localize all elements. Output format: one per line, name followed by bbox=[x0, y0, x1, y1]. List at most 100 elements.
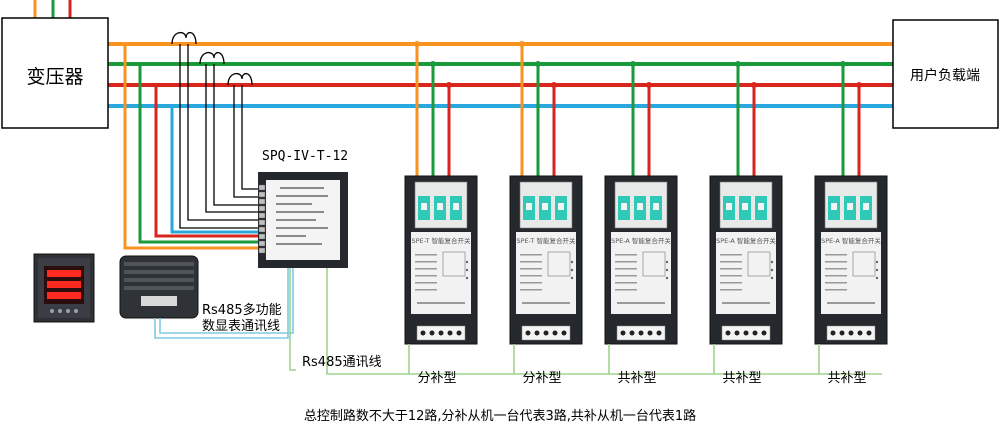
print-line bbox=[276, 227, 328, 229]
terminal-screw bbox=[848, 330, 854, 336]
ct-wire bbox=[233, 85, 258, 198]
rs485-bus-label: Rs485通讯线 bbox=[302, 355, 382, 370]
bus-junction bbox=[840, 61, 846, 67]
bus-junction bbox=[551, 82, 557, 88]
indicator-led bbox=[570, 260, 574, 264]
meter-module bbox=[119, 255, 199, 319]
terminal bbox=[258, 247, 266, 254]
terminal bbox=[258, 240, 266, 247]
indicator-led bbox=[665, 268, 669, 272]
print-line bbox=[825, 275, 847, 277]
terminal-screw bbox=[525, 330, 531, 336]
indicator-led bbox=[770, 276, 774, 280]
print-line bbox=[615, 254, 637, 256]
terminal bbox=[258, 226, 266, 233]
breaker-toggle bbox=[726, 203, 732, 210]
ct-signal-wires bbox=[179, 44, 258, 229]
print-line bbox=[615, 268, 637, 270]
schematic-box bbox=[747, 251, 771, 277]
terminal-screw bbox=[830, 330, 836, 336]
sense-wire-phase-a bbox=[123, 44, 258, 250]
bus-junction bbox=[414, 41, 420, 47]
terminal bbox=[258, 219, 266, 226]
digital-meter bbox=[33, 253, 95, 323]
terminal-screw bbox=[647, 330, 653, 336]
terminal-screw bbox=[552, 330, 558, 336]
controller-print bbox=[276, 187, 328, 245]
unit-panel-title: SPE-A 智能复合开关 bbox=[821, 236, 881, 245]
schematic-box bbox=[442, 251, 466, 277]
print-line bbox=[415, 261, 437, 263]
user-load: 用户负载端 bbox=[892, 19, 999, 129]
print-line bbox=[276, 211, 324, 213]
vent bbox=[124, 278, 194, 282]
meter-button bbox=[74, 309, 78, 313]
print-line bbox=[825, 268, 847, 270]
unit-face bbox=[516, 232, 576, 314]
terminal-screw bbox=[725, 330, 731, 336]
ct-wire bbox=[179, 44, 258, 229]
rs485-meter-wire bbox=[154, 268, 289, 339]
bus-junction bbox=[630, 61, 636, 67]
module-label bbox=[141, 296, 177, 306]
load-box bbox=[892, 19, 999, 129]
rs485-bus-wire bbox=[289, 268, 296, 371]
digit-row bbox=[47, 292, 81, 299]
indicator-led bbox=[875, 260, 879, 264]
terminal-screw bbox=[734, 330, 740, 336]
indicator-led bbox=[570, 276, 574, 280]
bus-junction bbox=[646, 82, 652, 88]
current-transformers bbox=[171, 32, 253, 86]
voltage-sense-wires bbox=[123, 44, 258, 250]
unit-type-label: 分补型 bbox=[522, 371, 561, 386]
print-line bbox=[522, 302, 570, 304]
sense-wire-phase-c bbox=[154, 85, 258, 238]
breaker-toggle bbox=[863, 203, 869, 210]
vent bbox=[124, 286, 194, 290]
meter-button bbox=[58, 309, 62, 313]
print-line bbox=[720, 282, 742, 284]
unit-type-label: 共补型 bbox=[827, 371, 866, 386]
print-line bbox=[520, 261, 542, 263]
breaker-toggle bbox=[831, 203, 837, 210]
breaker-toggle bbox=[453, 203, 459, 210]
indicator-led bbox=[665, 260, 669, 264]
ct-coil-phase-a bbox=[171, 32, 197, 45]
print-line bbox=[415, 282, 437, 284]
indicator-led bbox=[770, 268, 774, 272]
indicator-led bbox=[465, 260, 469, 264]
print-line bbox=[276, 235, 306, 237]
indicator-led bbox=[875, 268, 879, 272]
terminal-screw bbox=[420, 330, 426, 336]
indicator-led bbox=[570, 268, 574, 272]
terminal-screw bbox=[447, 330, 453, 336]
summary-text: 总控制路数不大于12路,分补从机一台代表3路,共补从机一台代表1路 bbox=[304, 408, 696, 424]
transformer-label: 变压器 bbox=[26, 66, 83, 88]
print-line bbox=[720, 254, 742, 256]
terminal-screw bbox=[866, 330, 872, 336]
terminal bbox=[258, 212, 266, 219]
controller: SPQ-IV-T-12 bbox=[258, 149, 348, 268]
indicator-led bbox=[665, 276, 669, 280]
ct-coil-phase-b bbox=[199, 52, 225, 65]
bus-junction bbox=[535, 61, 541, 67]
breaker-toggle bbox=[758, 203, 764, 210]
terminal-screw bbox=[743, 330, 749, 336]
schematic-box bbox=[852, 251, 876, 277]
ct-coil-phase-c bbox=[227, 73, 253, 86]
digit-row bbox=[47, 281, 81, 288]
print-line bbox=[615, 275, 637, 277]
terminal-screw bbox=[629, 330, 635, 336]
sense-wire-neutral bbox=[170, 106, 258, 234]
rs485-bus-wire bbox=[326, 268, 882, 375]
module-vents bbox=[124, 262, 194, 290]
breaker-toggle bbox=[421, 203, 427, 210]
print-line bbox=[520, 268, 542, 270]
print-line bbox=[720, 275, 742, 277]
print-line bbox=[415, 275, 437, 277]
